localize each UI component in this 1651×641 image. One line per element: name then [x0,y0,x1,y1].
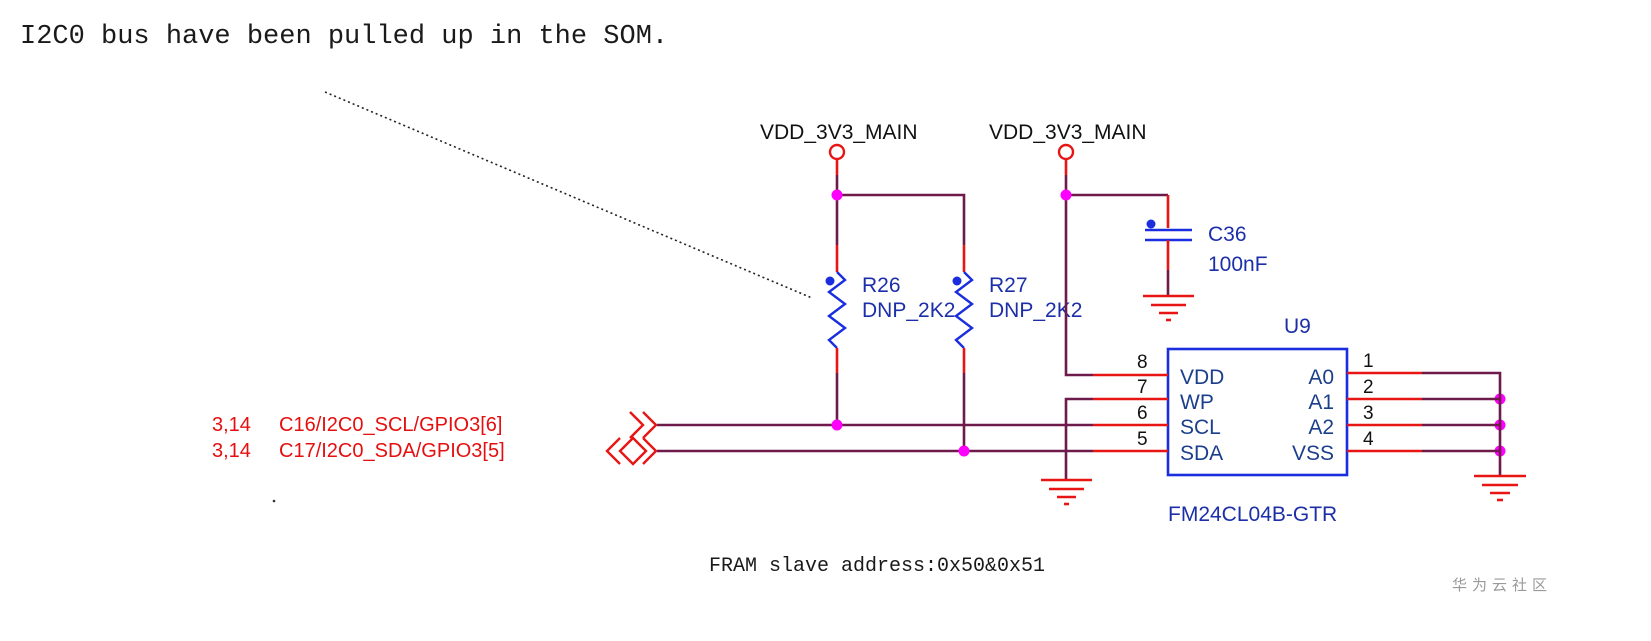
port-sda[interactable]: 3,14 C17/I2C0_SDA/GPIO3[5] [212,436,658,466]
port-sheet-refs: 3,14 [212,440,251,462]
port-net-label: C16/I2C0_SCL/GPIO3[6] [279,414,502,436]
port-scl[interactable]: 3,14 C16/I2C0_SCL/GPIO3[6] [212,411,658,439]
junction-dot [958,445,970,457]
pin-number: 4 [1363,429,1374,450]
pin-name: SCL [1180,416,1221,439]
power-symbol-1: VDD_3V3_MAIN [760,121,918,175]
junction-dot [831,189,843,201]
port-net-label: C17/I2C0_SDA/GPIO3[5] [279,440,505,462]
pin-number: 8 [1137,352,1148,373]
pin-name: A1 [1308,391,1334,414]
wire-address-gnd [1422,371,1502,476]
ic-pin-a2: 3 A2 [1308,403,1422,439]
pullup-note: I2C0 bus have been pulled up in the SOM. [20,22,668,52]
pin-number: 7 [1137,377,1148,398]
ground-symbol-icon [1474,474,1526,502]
pin1-marker-icon [952,276,962,286]
pin-name: WP [1180,391,1214,414]
ic-pin-scl: 6 SCL [1093,403,1221,439]
junction-dot [1060,189,1072,201]
ic-pin-vss: 4 VSS [1292,429,1422,465]
ground-symbol-icon [1041,478,1092,506]
resistor-r26: R26 DNP_2K2 [825,245,955,373]
port-sheet-refs: 3,14 [212,414,251,436]
ic-pin-sda: 5 SDA [1093,429,1223,465]
ground-symbol-icon [1143,294,1194,322]
ic-body [1166,347,1349,477]
resistor-ref: R27 [989,274,1028,297]
pin-name: A0 [1308,366,1334,389]
pin-name: SDA [1180,442,1223,465]
pin-number: 5 [1137,429,1148,450]
pin1-marker-icon [825,276,835,286]
resistor-value: DNP_2K2 [862,299,955,322]
pin-number: 6 [1137,403,1148,424]
pin-name: VSS [1292,442,1334,465]
ic-part-number: FM24CL04B-GTR [1168,503,1337,526]
pin-number: 3 [1363,403,1374,424]
power-net-label: VDD_3V3_MAIN [989,121,1147,144]
ic-pin-wp: 7 WP [1093,377,1214,414]
watermark: 华为云社区 [1452,577,1552,594]
pin-number: 2 [1363,377,1374,398]
pin-name: A2 [1308,416,1334,439]
stray-dot [272,499,276,503]
ic-pin-a1: 2 A1 [1308,377,1422,414]
wire-wp-gnd [1064,397,1093,480]
ic-pin-a0: 1 A0 [1308,351,1422,389]
wire-net-vdd2 [1064,175,1168,377]
capacitor-ref: C36 [1208,223,1247,246]
pin-name: VDD [1180,366,1224,389]
ic-u9: U9 FM24CL04B-GTR 8 VDD 7 WP 6 SCL 5 SDA … [1093,315,1422,526]
power-symbol-2: VDD_3V3_MAIN [989,121,1147,175]
resistor-value: DNP_2K2 [989,299,1082,322]
capacitor-value: 100nF [1208,253,1268,276]
junction-dot [831,419,843,431]
address-note: FRAM slave address:0x50&0x51 [709,555,1045,578]
capacitor-c36: C36 100nF [1145,195,1268,296]
power-net-label: VDD_3V3_MAIN [760,121,918,144]
resistor-ref: R26 [862,274,901,297]
wire-net-vdd1 [835,175,966,245]
power-port-icon [1057,143,1075,161]
power-port-icon [828,143,846,161]
pin-number: 1 [1363,351,1374,372]
ic-ref: U9 [1284,315,1311,338]
junctions [831,189,1506,457]
ic-pin-vdd: 8 VDD [1093,352,1224,389]
pin1-marker-icon [1146,219,1156,229]
resistor-r27: R27 DNP_2K2 [952,245,1082,373]
note-leader-line [324,91,813,299]
